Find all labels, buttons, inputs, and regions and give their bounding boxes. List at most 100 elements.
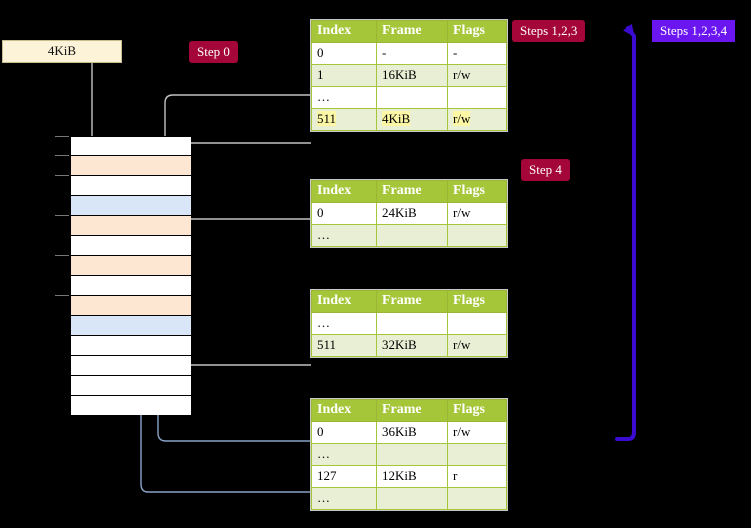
table-cell bbox=[376, 487, 448, 510]
table-cell: 12KiB bbox=[376, 465, 448, 488]
column-header-flags: Flags bbox=[447, 20, 507, 43]
column-header-flags: Flags bbox=[447, 399, 507, 422]
table-cell: … bbox=[311, 312, 377, 335]
memory-row bbox=[71, 236, 191, 256]
column-header-flags: Flags bbox=[447, 180, 507, 203]
memory-column bbox=[70, 136, 191, 415]
table-cell: - bbox=[376, 42, 448, 65]
highlighted-value: 4KiB bbox=[382, 111, 411, 126]
table-cell: r/w bbox=[447, 64, 507, 87]
column-header-frame: Frame bbox=[376, 180, 448, 203]
table-cell bbox=[376, 312, 448, 335]
memory-row bbox=[71, 216, 191, 236]
column-header-index: Index bbox=[311, 20, 377, 43]
column-header-flags: Flags bbox=[447, 290, 507, 313]
memory-row bbox=[71, 137, 191, 156]
table-cell: 24KiB bbox=[376, 202, 448, 225]
badge-step4: Step 4 bbox=[521, 159, 570, 181]
memory-row bbox=[71, 296, 191, 316]
table-cell bbox=[376, 86, 448, 109]
memory-tick-mark bbox=[55, 136, 69, 137]
kbox-label: 4KiB bbox=[47, 43, 77, 58]
memory-row bbox=[71, 336, 191, 356]
table-cell bbox=[376, 224, 448, 247]
table-cell: … bbox=[311, 224, 377, 247]
badge-steps1234: Steps 1,2,3,4 bbox=[652, 20, 736, 42]
memory-tick-mark bbox=[55, 215, 69, 216]
column-header-frame: Frame bbox=[376, 399, 448, 422]
table-row: … bbox=[311, 443, 507, 466]
table-cell: r/w bbox=[447, 202, 507, 225]
memory-tick-mark bbox=[55, 255, 69, 256]
column-header-index: Index bbox=[311, 399, 377, 422]
highlighted-value: 511 bbox=[317, 111, 337, 126]
connector-l2-row0-to-memory bbox=[176, 218, 311, 256]
memory-row bbox=[71, 356, 191, 376]
memory-row bbox=[71, 396, 191, 415]
badge-steps123: Steps 1,2,3 bbox=[512, 20, 586, 42]
table-cell: 16KiB bbox=[376, 64, 448, 87]
table-cell: r/w bbox=[447, 421, 507, 444]
table-cell: 0 bbox=[311, 421, 377, 444]
column-header-index: Index bbox=[311, 290, 377, 313]
table-row: … bbox=[311, 312, 507, 335]
memory-row bbox=[71, 376, 191, 396]
connector-l1-511-to-memory bbox=[171, 142, 311, 150]
memory-row bbox=[71, 256, 191, 276]
memory-row bbox=[71, 156, 191, 176]
kbox-4kib: 4KiB bbox=[2, 40, 122, 63]
table-cell: 511 bbox=[311, 108, 377, 131]
memory-row bbox=[71, 176, 191, 196]
memory-row bbox=[71, 276, 191, 296]
connector-l1-row1-to-memory bbox=[164, 94, 311, 145]
table-cell: 127 bbox=[311, 465, 377, 488]
column-header-frame: Frame bbox=[376, 290, 448, 313]
table-cell: … bbox=[311, 487, 377, 510]
table-cell: 1 bbox=[311, 64, 377, 87]
table-cell bbox=[447, 312, 507, 335]
column-header-frame: Frame bbox=[376, 20, 448, 43]
memory-row bbox=[71, 316, 191, 336]
table-row: 511 4KiB r/w bbox=[311, 108, 507, 131]
table-cell: 0 bbox=[311, 42, 377, 65]
table-row: 0-- bbox=[311, 42, 507, 65]
table-cell: r bbox=[447, 465, 507, 488]
highlighted-value: r/w bbox=[453, 111, 471, 126]
table-cell: - bbox=[447, 42, 507, 65]
table-cell bbox=[376, 443, 448, 466]
table-cell: r/w bbox=[447, 108, 507, 131]
memory-tick-mark bbox=[55, 155, 69, 156]
table-cell: 4KiB bbox=[376, 108, 448, 131]
table-cell: … bbox=[311, 443, 377, 466]
table-cell bbox=[447, 224, 507, 247]
connector-l3-row511-to-memory bbox=[171, 314, 311, 366]
table-cell: 0 bbox=[311, 202, 377, 225]
table-cell bbox=[447, 487, 507, 510]
table-cell: … bbox=[311, 86, 377, 109]
memory-row bbox=[71, 196, 191, 216]
table-row: … bbox=[311, 224, 507, 247]
memory-tick-mark bbox=[55, 295, 69, 296]
table-cell: 32KiB bbox=[376, 334, 448, 357]
table-cell: 511 bbox=[311, 334, 377, 357]
table-row: … bbox=[311, 487, 507, 510]
memory-tick-mark bbox=[55, 175, 69, 176]
table-cell: r/w bbox=[447, 334, 507, 357]
purple-bracket bbox=[615, 23, 636, 441]
column-header-index: Index bbox=[311, 180, 377, 203]
table-cell bbox=[447, 86, 507, 109]
table-cell bbox=[447, 443, 507, 466]
